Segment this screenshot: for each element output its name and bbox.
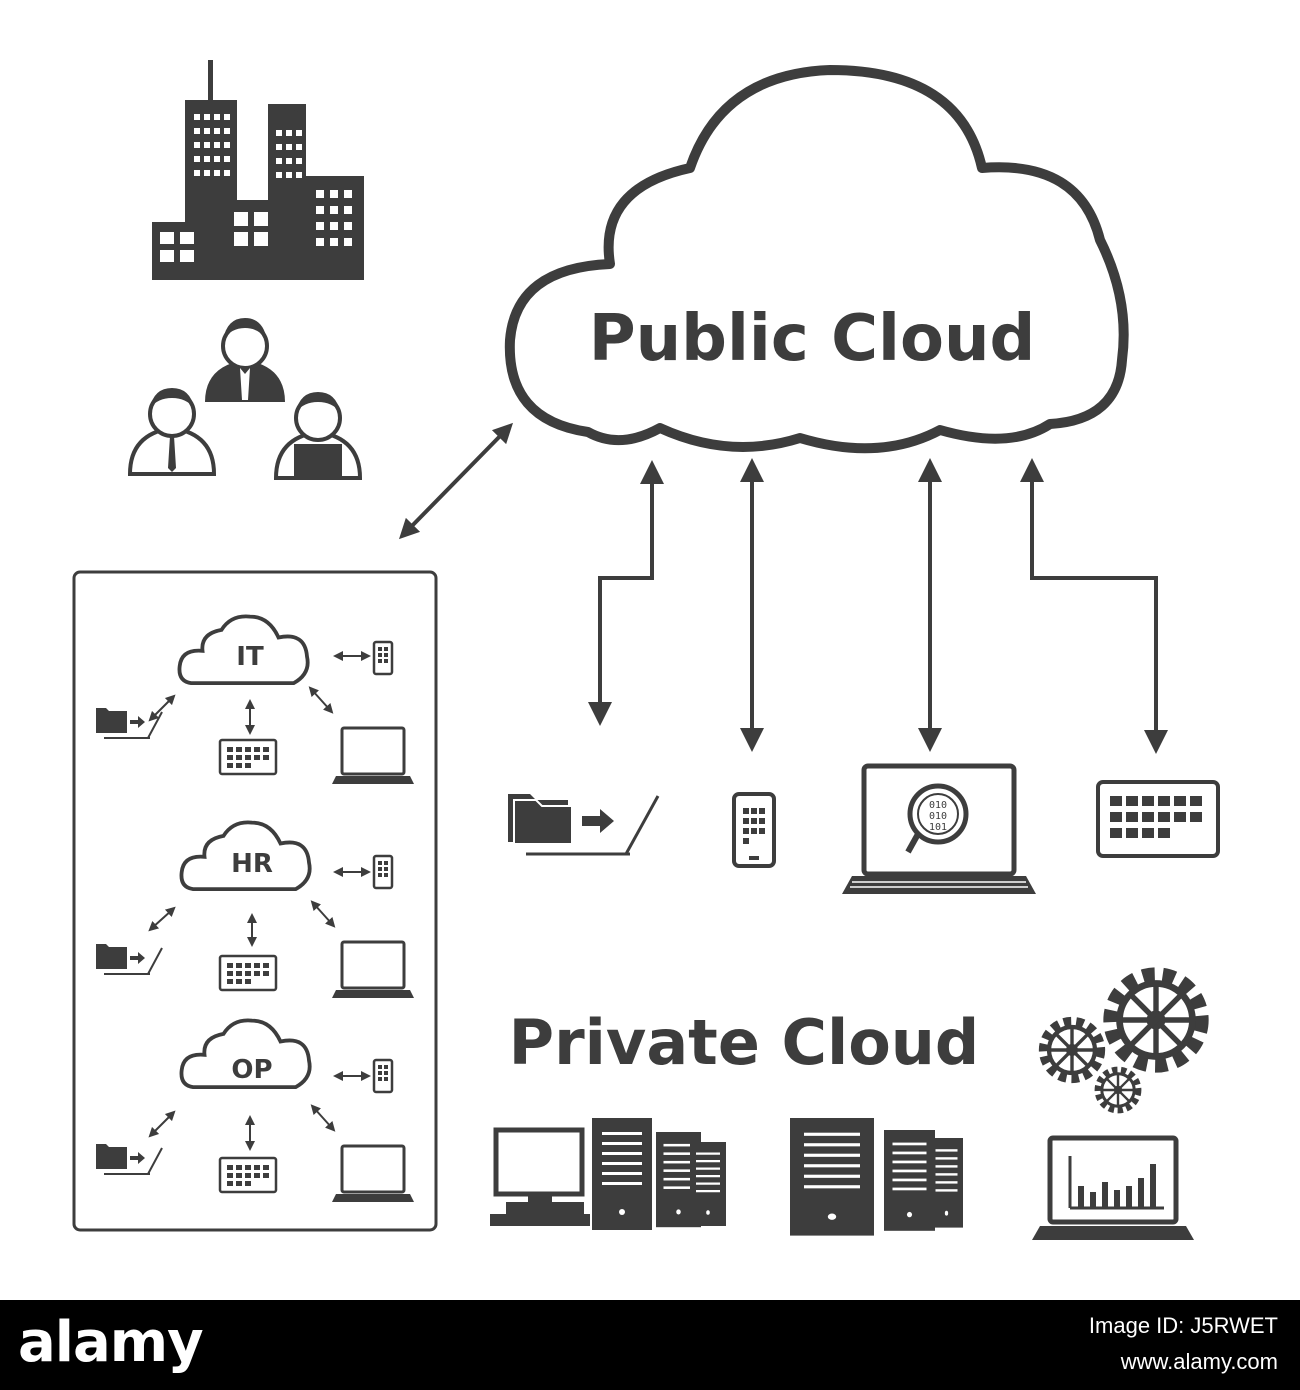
smartphone-icon: [372, 640, 394, 676]
laptop-icon: [330, 1144, 416, 1204]
cloud-diagram: Public Cloud 010 010 101 Private Cloud: [72, 60, 1220, 1240]
tablet-icon: [218, 954, 278, 992]
stock-footer-bar: alamy Image ID: J5RWET www.alamy.com: [0, 1300, 1300, 1390]
department-hr: [95, 820, 416, 1000]
laptop-binary-search-icon: 010 010 101: [842, 763, 1036, 894]
connector-tablet: [1020, 458, 1168, 754]
private-cloud-label: Private Cloud: [509, 1006, 980, 1079]
department-label-op: OP: [231, 1055, 272, 1085]
folder-upload-icon: [95, 1143, 163, 1175]
desktop-server-icon: [490, 1118, 726, 1230]
tablet-icon: [218, 738, 278, 776]
laptop-icon: [330, 726, 416, 786]
tablet-icon: [1096, 780, 1220, 858]
tablet-icon: [218, 1156, 278, 1194]
enterprise-departments-panel: [72, 570, 438, 1232]
image-id-text: Image ID: J5RWET: [1088, 1313, 1278, 1338]
laptop-icon: [330, 940, 416, 1000]
laptop-chart-icon: [1032, 1135, 1194, 1240]
smartphone-icon: [372, 854, 394, 890]
enterprise-cloud-connector: [398, 422, 514, 540]
smartphone-icon: [372, 1058, 394, 1094]
alamy-logo[interactable]: alamy: [18, 1310, 204, 1375]
image-meta: Image ID: J5RWET www.alamy.com: [1089, 1308, 1278, 1380]
department-label-hr: HR: [231, 849, 273, 879]
site-url-text[interactable]: www.alamy.com: [1120, 1349, 1278, 1374]
connector-folder: [588, 460, 664, 726]
server-rack-icon: [790, 1118, 963, 1236]
svg-text:010: 010: [929, 800, 947, 811]
svg-text:101: 101: [929, 822, 947, 833]
people-icon: [127, 318, 363, 480]
buildings-icon: [152, 60, 364, 280]
department-it: [95, 614, 416, 786]
folder-upload-icon: [506, 792, 660, 856]
folder-upload-icon: [95, 943, 163, 975]
department-label-it: IT: [236, 642, 264, 672]
public-cloud-shape: [504, 65, 1129, 454]
gears-icon: [1043, 974, 1202, 1110]
smartphone-icon: [732, 792, 776, 868]
svg-text:010: 010: [929, 811, 947, 822]
public-cloud-label: Public Cloud: [589, 302, 1036, 376]
folder-upload-icon: [95, 707, 163, 739]
department-op: [95, 1018, 416, 1204]
